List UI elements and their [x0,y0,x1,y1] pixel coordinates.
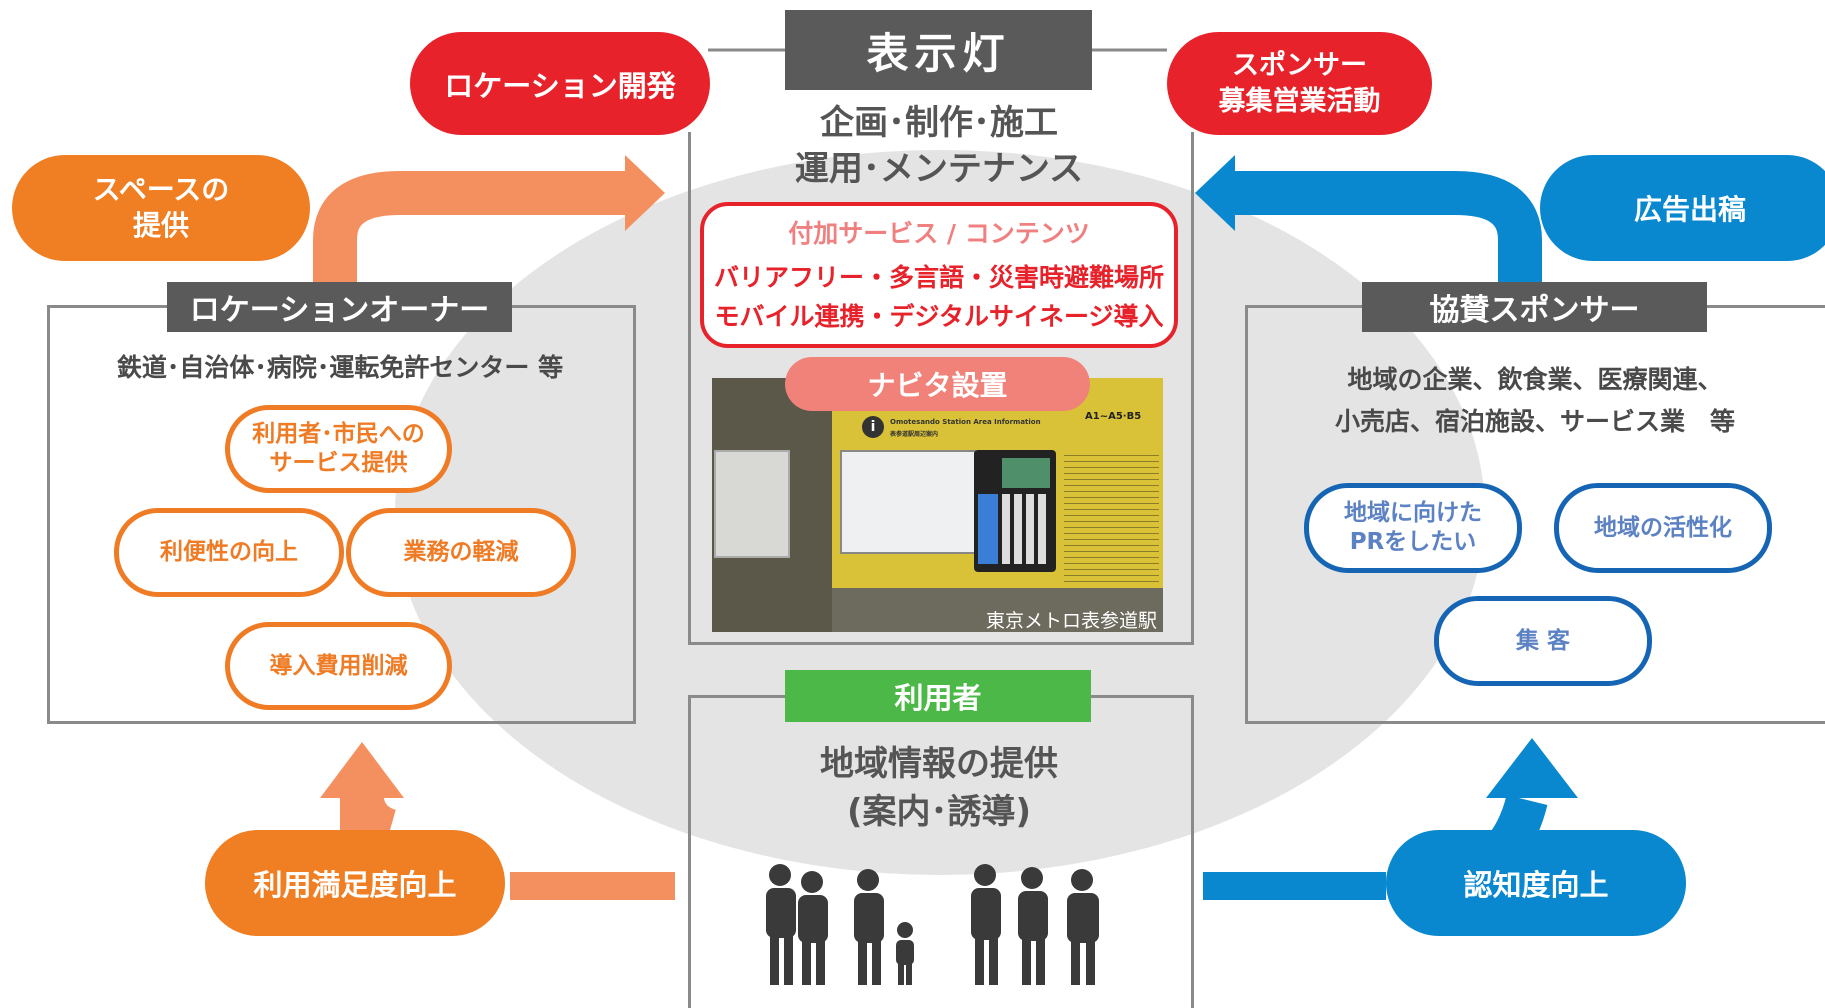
location-owner-header: ロケーションオーナー [167,282,512,332]
arrow-head-top-right [1195,155,1235,231]
photo-sign-info-icon: i [862,416,884,438]
arrow-shaft-bottom-left [340,795,384,830]
addons-title: 付加サービス / コンテンツ [788,219,1090,248]
arrow-head-bottom-left [320,742,404,798]
sponsor-benefit-attract: 集 客 [1434,596,1652,686]
pill-location-development: ロケーション開発 [410,32,710,135]
benefit-cost-reduction: 導入費用削減 [225,622,452,710]
center-services: 企画･制作･施工 運用･メンテナンス [794,103,1084,189]
pill-space-provision: スペースの 提供 [12,155,310,261]
photo-screen-blue [978,494,998,564]
user-header: 利用者 [785,670,1091,722]
location-owner-subtitle: 鉄道･自治体･病院･運転免許センター 等 [116,353,564,382]
center-panel [688,132,1194,645]
addons-box [700,202,1178,348]
bar-bottom-left [510,872,675,900]
photo-caption: 東京メトロ表参道駅 [985,610,1157,632]
sponsor-benefit-pr: 地域に向けた PRをしたい [1304,483,1522,573]
benefit-convenience: 利便性の向上 [114,508,344,597]
photo-screen-keys [1002,494,1050,564]
sponsor-header: 協賛スポンサー [1362,282,1707,332]
photo-floor [832,588,1163,632]
photo-exit-label: A1~A5·B5 [1085,411,1142,422]
photo-screen-image [1002,458,1050,488]
pill-advertising: 広告出稿 [1540,155,1825,261]
photo-map [840,450,976,554]
navita-label: ナビタ設置 [785,357,1090,411]
pill-sponsor-recruitment: スポンサー 募集営業活動 [1167,32,1432,135]
addons-line2: バリアフリー・多言語・災害時避難場所 [713,263,1164,292]
sponsor-benefit-revitalize: 地域の活性化 [1554,483,1772,573]
benefit-service: 利用者･市民への サービス提供 [225,405,452,493]
photo-index-list [1064,450,1159,585]
photo-sign-subtitle: 表参道駅周辺案内 [890,431,939,438]
pill-user-satisfaction: 利用満足度向上 [205,830,505,936]
bar-bottom-right [1203,872,1386,900]
arrow-curve-top-left [313,171,625,286]
addons-line3: モバイル連携・デジタルサイネージ導入 [714,302,1164,331]
user-body: 地域情報の提供 (案内･誘導) [820,744,1058,832]
photo-panel-white [714,450,790,558]
station-photo: i Omotesando Station Area Information 表参… [712,378,1163,632]
center-title: 表示灯 [785,10,1092,90]
photo-sign-title: Omotesando Station Area Information [890,418,1041,426]
sponsor-subtitle: 地域の企業、飲食業、医療関連、 小売店、宿泊施設、サービス業 等 [1334,365,1735,436]
pill-awareness: 認知度向上 [1386,830,1686,936]
arrow-head-bottom-right [1486,738,1578,798]
benefit-workload: 業務の軽減 [346,508,576,597]
arrow-head-top-left [625,155,665,231]
photo-touch-screen [974,450,1056,572]
people-silhouettes [766,864,1099,985]
arrow-curve-top-right [1235,171,1542,286]
